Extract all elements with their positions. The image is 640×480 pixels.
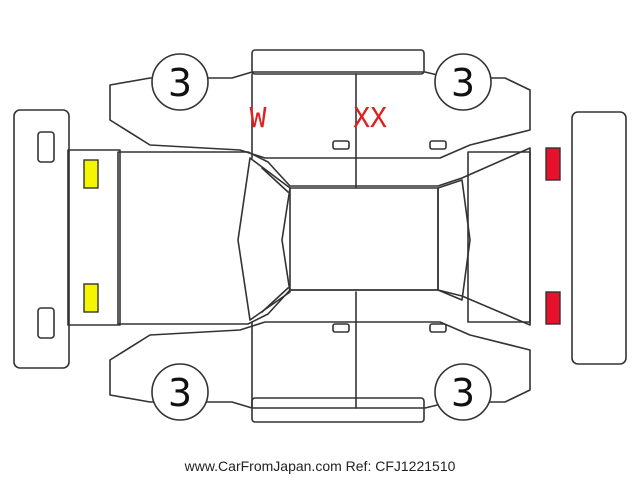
tire-rating-front-left: 3 xyxy=(168,61,192,105)
front-bumper xyxy=(13,109,70,369)
front-lamp-upper xyxy=(83,159,99,189)
front-lamps xyxy=(83,159,99,313)
footer: www.CarFromJapan.com Ref: CFJ1221510 xyxy=(0,458,640,474)
vehicle-body-top xyxy=(67,147,531,326)
rear-lamp-upper xyxy=(545,147,561,181)
upper-side-panel xyxy=(109,49,531,189)
tire-rear-right: 3 xyxy=(434,363,492,421)
tire-front-right: 3 xyxy=(151,363,209,421)
tire-rear-left: 3 xyxy=(434,53,492,111)
rear-lamps xyxy=(545,147,561,325)
lower-side-panel xyxy=(109,291,531,423)
footer-site: www.CarFromJapan.com xyxy=(184,458,342,474)
front-lamp-lower xyxy=(83,283,99,313)
tire-front-left: 3 xyxy=(151,53,209,111)
tire-rating-rear-right: 3 xyxy=(451,371,475,415)
footer-ref: Ref: CFJ1221510 xyxy=(345,458,456,474)
rear-lamp-lower xyxy=(545,291,561,325)
rear-bumper xyxy=(571,111,627,365)
tire-rating-front-right: 3 xyxy=(168,371,192,415)
damage-mark-upper-left-door: W xyxy=(250,101,267,134)
damage-mark-upper-right-door: XX xyxy=(353,101,387,134)
tire-rating-rear-left: 3 xyxy=(451,61,475,105)
